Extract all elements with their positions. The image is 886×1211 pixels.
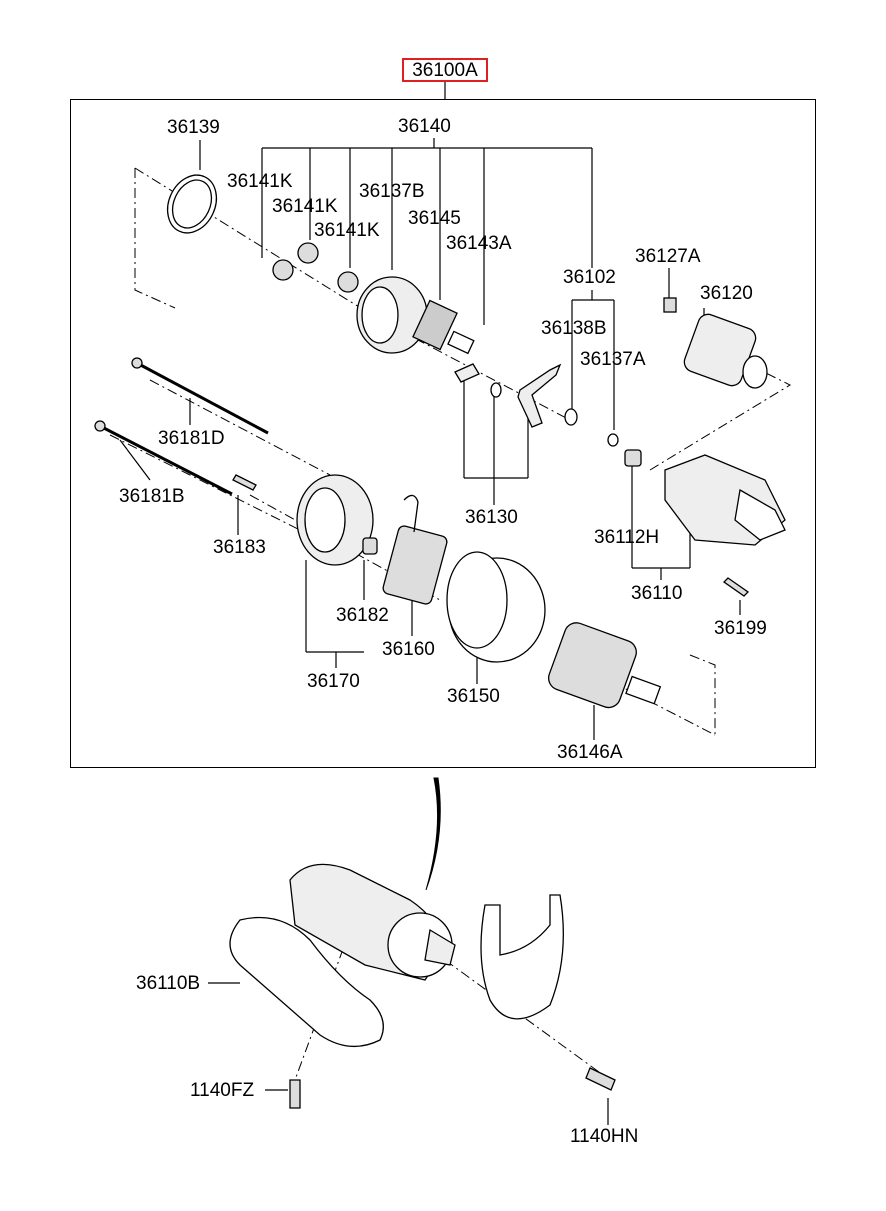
part-36143A: 36143A <box>446 233 512 254</box>
part-36199: 36199 <box>714 618 767 639</box>
part-36146A: 36146A <box>557 742 623 763</box>
part-36141K-c: 36141K <box>314 220 380 241</box>
part-36127A: 36127A <box>635 246 701 267</box>
part-36137A: 36137A <box>580 349 646 370</box>
part-36150: 36150 <box>447 686 500 707</box>
part-36138B: 36138B <box>541 318 607 339</box>
part-36141K-b: 36141K <box>272 196 338 217</box>
part-36120: 36120 <box>700 283 753 304</box>
assembly-label: 36100A <box>412 60 478 81</box>
part-36102: 36102 <box>563 267 616 288</box>
brush-holder-part <box>382 525 448 605</box>
assembly-arrow <box>425 777 441 891</box>
part-1140FZ: 1140FZ <box>190 1080 255 1101</box>
part-36110: 36110 <box>631 583 683 604</box>
assembly-label-box <box>402 58 488 82</box>
part-36181B: 36181B <box>119 486 185 507</box>
part-36170: 36170 <box>307 671 360 692</box>
part-36130: 36130 <box>465 507 518 528</box>
part-36183: 36183 <box>213 537 266 558</box>
part-36112H: 36112H <box>594 527 660 548</box>
assembly-frame <box>70 99 816 768</box>
part-36181D: 36181D <box>158 428 225 449</box>
part-1140HN: 1140HN <box>570 1126 639 1147</box>
part-36160: 36160 <box>382 639 435 660</box>
part-36141K-a: 36141K <box>227 171 293 192</box>
part-36139: 36139 <box>167 117 220 138</box>
part-36182: 36182 <box>336 605 389 626</box>
gasket-plate <box>480 894 564 1020</box>
part-36140: 36140 <box>398 116 451 137</box>
part-36145: 36145 <box>408 208 461 229</box>
heat-shield-part <box>229 916 384 1048</box>
part-36137B: 36137B <box>359 181 425 202</box>
armature-part <box>547 622 637 709</box>
part-36110B: 36110B <box>136 973 201 994</box>
